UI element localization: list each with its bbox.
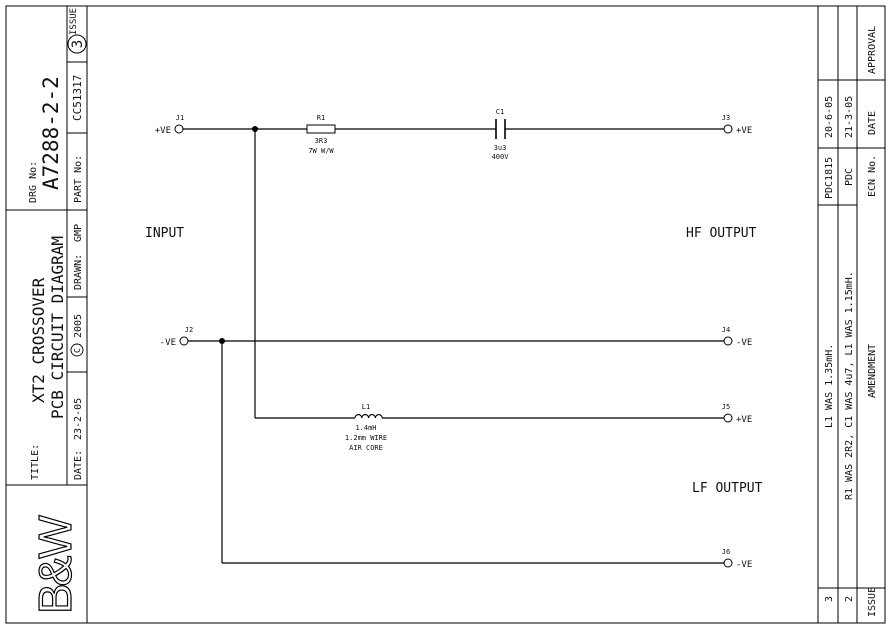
- j4-ref: J4: [722, 326, 730, 334]
- c1-rating: 400V: [492, 153, 510, 161]
- terminal-j3: J3 +VE: [722, 114, 752, 136]
- title-line-1: XT2 CROSSOVER: [29, 277, 48, 403]
- terminal-j2: J2 -VE: [160, 326, 193, 348]
- r1-value: 3R3: [315, 137, 328, 145]
- bw-logo: B&W: [29, 515, 81, 614]
- terminal-j6: J6 -VE: [722, 548, 752, 570]
- issue-label: ISSUE: [69, 8, 79, 35]
- issue-number: 3: [70, 40, 86, 48]
- rev-row-2-amendment: R1 WAS 2R2, C1 WAS 4u7, L1 WAS 1.15mH.: [844, 271, 855, 500]
- rev-row-3-date: 20-6-05: [824, 96, 835, 138]
- rev-row-2-issue: 2: [844, 596, 855, 602]
- drawn-value: GMP: [73, 224, 84, 242]
- j5-ref: J5: [722, 403, 730, 411]
- drg-number: A7288-2-2: [39, 76, 63, 190]
- j5-signal: +VE: [736, 415, 752, 425]
- input-label: INPUT: [145, 226, 184, 241]
- rev-header-amendment: AMENDMENT: [867, 344, 878, 398]
- inductor-l1: L1 1.4mH 1.2mm WIRE AIR CORE: [345, 403, 387, 452]
- r1-rating: 7W W/W: [308, 147, 334, 155]
- drawn-label: DRAWN:: [73, 254, 84, 290]
- revision-block: APPROVAL DATE ECN No. AMENDMENT ISSUE 20…: [818, 6, 885, 623]
- hf-output-label: HF OUTPUT: [686, 226, 757, 241]
- rev-row-3-amendment: L1 WAS 1.35mH.: [824, 344, 835, 428]
- rev-row-3-issue: 3: [824, 596, 835, 602]
- junction-dot-positive: [252, 126, 258, 132]
- part-number: CC51317: [71, 75, 84, 121]
- l1-ref: L1: [362, 403, 370, 411]
- capacitor-c1: C1 3u3 400V: [492, 108, 510, 161]
- j3-signal: +VE: [736, 126, 752, 136]
- l1-core: AIR CORE: [349, 444, 383, 452]
- date-value: 23-2-05: [73, 398, 84, 440]
- l1-value: 1.4mH: [355, 424, 376, 432]
- part-label: PART No:: [73, 155, 84, 203]
- c1-ref: C1: [496, 108, 504, 116]
- rev-row-3-ecn: PDC1815: [824, 157, 835, 199]
- j2-ref: J2: [185, 326, 193, 334]
- rev-header-ecn: ECN No.: [867, 155, 878, 197]
- resistor-r1: R1 3R3 7W W/W: [306, 114, 336, 155]
- schematic: INPUT HF OUTPUT LF OUTPUT R1 3R3: [145, 108, 763, 570]
- l1-wire: 1.2mm WIRE: [345, 434, 387, 442]
- copyright-circle: [70, 343, 84, 357]
- junction-dot-negative: [219, 338, 225, 344]
- r1-ref: R1: [317, 114, 325, 122]
- c1-value: 3u3: [494, 144, 507, 152]
- rev-row-2-date: 21-3-05: [844, 96, 855, 138]
- title-label: TITLE:: [30, 444, 41, 480]
- date-label: DATE:: [73, 450, 84, 480]
- title-line-2: PCB CIRCUIT DIAGRAM: [48, 236, 67, 419]
- j2-signal: -VE: [160, 338, 176, 348]
- wire-net: [183, 128, 724, 564]
- terminal-j1: J1 +VE: [155, 114, 184, 136]
- issue-circle: [67, 34, 87, 54]
- j6-ref: J6: [722, 548, 730, 556]
- j4-signal: -VE: [736, 338, 752, 348]
- title-block: DRG No: A7288-2-2 ISSUE 3 PART No: CC513…: [6, 6, 87, 615]
- j1-ref: J1: [176, 114, 184, 122]
- rev-header-date: DATE: [867, 111, 878, 135]
- rev-header-approval: APPROVAL: [867, 26, 878, 74]
- j6-signal: -VE: [736, 560, 752, 570]
- rev-header-issue: ISSUE: [867, 587, 878, 617]
- j3-ref: J3: [722, 114, 730, 122]
- drg-label: DRG No:: [28, 161, 39, 203]
- rev-row-2-ecn: PDC: [844, 168, 855, 186]
- terminal-j5: J5 +VE: [722, 403, 752, 425]
- drawing-frame: [5, 5, 886, 624]
- copyright-symbol: C: [73, 348, 82, 353]
- j1-signal: +VE: [155, 126, 171, 136]
- terminal-j4: J4 -VE: [722, 326, 752, 348]
- copyright-year: 2005: [73, 314, 84, 338]
- lf-output-label: LF OUTPUT: [692, 481, 763, 496]
